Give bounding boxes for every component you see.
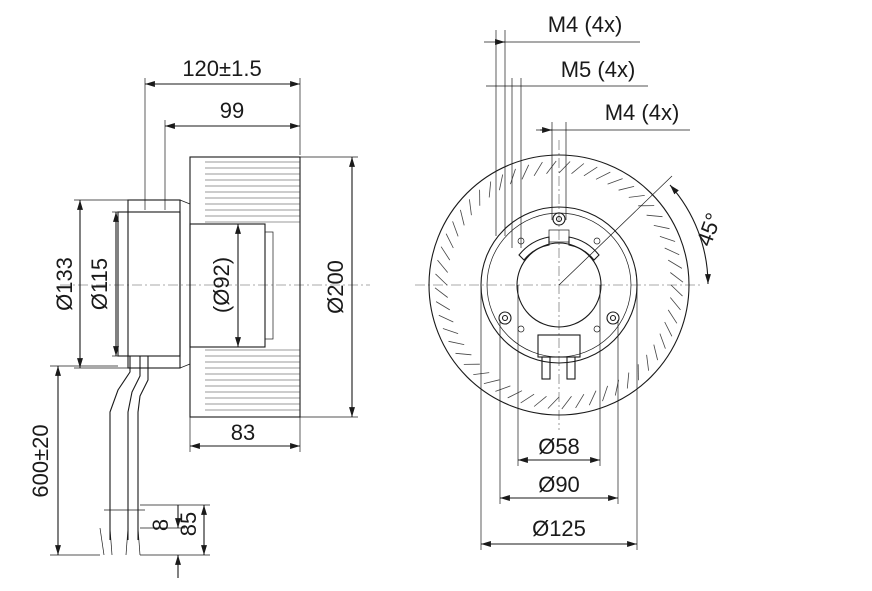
impeller-blade xyxy=(669,297,681,311)
mounting-slot-right xyxy=(568,236,600,261)
impeller-blade xyxy=(510,168,516,185)
impeller-blade xyxy=(628,195,645,198)
bolt-hole-top xyxy=(552,212,566,226)
impeller-blade xyxy=(521,164,530,180)
cable-b xyxy=(127,356,141,540)
thread-callout-low: M4 (4x) xyxy=(605,100,680,125)
impeller-blade xyxy=(435,273,448,286)
dim-impeller-dia: Ø200 xyxy=(323,260,348,314)
impeller-blade xyxy=(575,393,585,409)
bolt-hole-right xyxy=(606,311,620,325)
dim-hub-small: Ø58 xyxy=(538,434,580,459)
impeller-blade xyxy=(488,181,492,198)
motor-body xyxy=(117,211,181,357)
impeller-outline xyxy=(189,156,301,418)
impeller-blade xyxy=(438,314,454,323)
impeller-blade xyxy=(659,333,666,349)
impeller-blade xyxy=(583,166,598,177)
impeller-blade xyxy=(435,301,451,311)
impeller-blade xyxy=(667,259,683,269)
impeller-blade xyxy=(595,171,611,180)
impeller-blade xyxy=(667,309,678,324)
impeller-blade xyxy=(452,221,459,237)
connector-pin-left xyxy=(541,356,551,380)
impeller-blade xyxy=(588,390,597,406)
impeller-blade xyxy=(653,344,658,361)
motor-center-circle xyxy=(516,242,602,328)
bolt-holes xyxy=(498,212,620,333)
impeller-blade xyxy=(483,379,500,384)
dim-motor-dia: Ø115 xyxy=(87,258,112,310)
impeller-blade xyxy=(507,390,523,399)
angle-label: 45° xyxy=(692,210,727,250)
dim-strip-length: 8 xyxy=(148,519,173,531)
impeller-blade xyxy=(561,396,572,410)
impeller-outer-circle xyxy=(428,154,690,416)
connector-block xyxy=(537,334,581,358)
impeller-blade xyxy=(607,178,623,185)
impeller-blade xyxy=(626,372,630,389)
dim-hub-length: 83 xyxy=(231,420,255,445)
cable-c xyxy=(137,356,149,540)
thread-callout-top: M4 (4x) xyxy=(548,12,623,37)
bolt-hole-left xyxy=(498,311,512,325)
impeller-blade xyxy=(499,174,504,191)
dim-cable-length: 600±20 xyxy=(28,424,53,497)
impeller-blade xyxy=(455,352,472,356)
label-plate xyxy=(548,229,570,243)
dim-inner-dia: (Ø92) xyxy=(209,257,234,313)
impeller-fins-top xyxy=(205,161,300,223)
impeller-blade xyxy=(646,354,649,371)
dim-hub-large: Ø125 xyxy=(532,516,586,541)
impeller-blade xyxy=(437,259,449,273)
impeller-blade xyxy=(664,321,673,337)
angle-arc xyxy=(669,184,711,285)
mounting-slot-left xyxy=(518,236,550,261)
impeller-blade xyxy=(618,186,635,191)
impeller-blade xyxy=(533,395,547,407)
impeller-blade xyxy=(571,163,585,175)
impeller-blade xyxy=(602,385,608,402)
motor-flange xyxy=(127,199,181,369)
impeller-blade xyxy=(670,284,683,297)
impeller-blade xyxy=(533,161,543,177)
impeller-blade xyxy=(448,340,465,345)
impeller-blade xyxy=(646,214,663,218)
impeller-blade xyxy=(547,396,560,409)
dim-impeller-length: 99 xyxy=(220,98,244,123)
thread-callout-mid: M5 (4x) xyxy=(561,57,636,82)
impeller-blade xyxy=(670,272,684,283)
impeller-blade xyxy=(460,209,465,226)
impeller-blade xyxy=(653,225,670,230)
dim-overall-length: 120±1.5 xyxy=(182,56,261,81)
impeller-blade xyxy=(558,161,571,174)
impeller-blade xyxy=(495,385,511,392)
impeller-blade xyxy=(440,246,451,261)
impeller-blade xyxy=(546,160,557,174)
impeller-blade xyxy=(664,247,680,256)
side-view: 120±1.5 99 83 Ø133 Ø115 (Ø92) Ø200 600±2 xyxy=(28,56,370,578)
impeller-fins-bottom xyxy=(205,349,300,411)
impeller-blade xyxy=(469,199,472,216)
impeller-blade xyxy=(445,233,454,249)
impeller-blade xyxy=(442,328,459,334)
front-view: M4 (4x) M5 (4x) M4 (4x) 45° Ø58 Ø90 Ø125 xyxy=(415,12,726,550)
dim-strip-total: 85 xyxy=(176,512,201,536)
impeller-blade xyxy=(520,393,535,404)
dim-hub-mid: Ø90 xyxy=(538,472,580,497)
dim-motor-outer-dia: Ø133 xyxy=(52,257,77,311)
impeller-blade xyxy=(659,236,676,242)
impeller-blade xyxy=(434,287,448,298)
connector-pin-right xyxy=(566,356,576,380)
cable-a xyxy=(109,356,131,540)
